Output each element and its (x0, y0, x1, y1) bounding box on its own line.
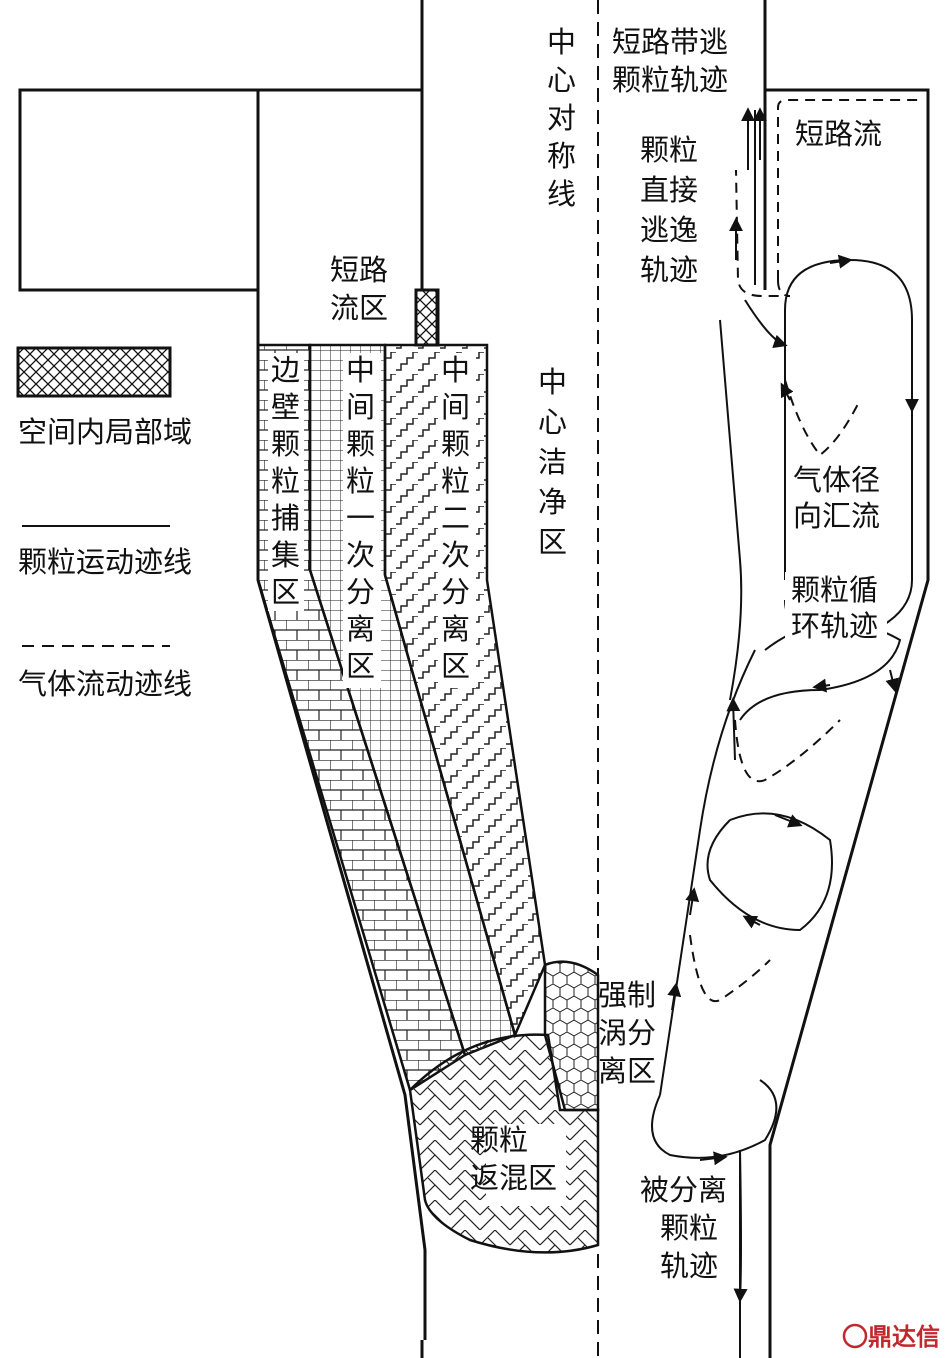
label-secondary-separation: 中 (441, 353, 470, 387)
label-short-circuit-zone: 短路 (330, 253, 388, 287)
label-center-symmetry: 中 (547, 25, 576, 59)
label-separated-particles: 被分离 (640, 1173, 727, 1207)
label-short-circuit-escape: 颗粒轨迹 (612, 63, 728, 97)
watermark: 鼎达信 (868, 1323, 940, 1351)
legend-local-zone-swatch (16, 346, 172, 398)
label-separated-particles: 轨迹 (660, 1249, 718, 1283)
watermark-logo-icon (842, 1323, 868, 1349)
label-primary-separation: 离 (346, 612, 375, 646)
label-center-clean: 区 (538, 525, 567, 559)
bottom-circulation-loop (651, 1079, 778, 1159)
label-center-clean: 心 (538, 405, 567, 439)
label-center-symmetry: 对 (547, 101, 576, 135)
label-wall-capture: 壁 (271, 390, 300, 424)
label-primary-separation: 次 (346, 538, 375, 572)
label-wall-capture: 边 (271, 353, 300, 387)
legend-local-zone: 空间内局部域 (18, 415, 192, 449)
label-wall-capture: 颗 (271, 427, 300, 461)
label-center-symmetry: 心 (547, 63, 576, 97)
label-short-circuit-flow: 短路流 (795, 117, 882, 151)
label-center-clean: 中 (538, 365, 567, 399)
label-backmix: 返混区 (470, 1161, 557, 1195)
label-separated-particles: 颗粒 (660, 1211, 718, 1245)
label-gas-radial: 气体径 (793, 463, 880, 497)
label-center-symmetry: 线 (547, 177, 576, 211)
right-outer-wall (763, 0, 930, 1358)
label-wall-capture: 区 (271, 575, 300, 609)
label-primary-separation: 一 (346, 501, 375, 535)
separated-particle-line (733, 1149, 748, 1303)
cylinder-wall (256, 88, 422, 345)
inlet-box (18, 88, 260, 292)
label-secondary-separation: 二 (441, 501, 470, 535)
label-particle-circulation: 环轨迹 (791, 609, 878, 643)
label-forced-vortex: 离区 (598, 1054, 656, 1088)
label-wall-capture: 捕 (271, 501, 300, 535)
circulation-loop-lower (706, 812, 833, 932)
label-forced-vortex: 涡分 (598, 1016, 656, 1050)
label-secondary-separation: 颗 (441, 427, 470, 461)
right-structure (739, 0, 930, 1358)
label-primary-separation: 粒 (346, 464, 375, 498)
gas-radial-dashed-upper (784, 379, 861, 457)
particle-upward-line (659, 649, 756, 1096)
label-primary-separation: 区 (346, 649, 375, 683)
labels-layer: 中心对称线短路带逃颗粒轨迹短路流颗粒直接逃逸轨迹短路流区中心洁净区边壁颗粒捕集区… (271, 25, 882, 1283)
label-secondary-separation: 离 (441, 612, 470, 646)
label-short-circuit-escape: 短路带逃 (612, 25, 728, 59)
label-secondary-separation: 区 (441, 649, 470, 683)
label-primary-separation: 颗 (346, 427, 375, 461)
label-primary-separation: 分 (346, 575, 375, 609)
label-wall-capture: 粒 (271, 464, 300, 498)
label-center-clean: 洁 (538, 445, 567, 479)
label-short-circuit-zone: 流区 (330, 291, 388, 325)
label-gas-radial: 向汇流 (793, 499, 880, 533)
legend-particle-line: 颗粒运动迹线 (18, 545, 192, 579)
label-center-symmetry: 称 (547, 139, 576, 173)
short-circuit-block (414, 288, 440, 347)
label-center-clean: 净 (538, 485, 567, 519)
label-primary-separation: 间 (346, 390, 375, 424)
label-direct-escape: 逃逸 (640, 213, 698, 247)
short-circuit-flow-line (735, 99, 918, 297)
label-secondary-separation: 间 (441, 390, 470, 424)
gas-radial-dashed-mid (734, 719, 841, 783)
label-secondary-separation: 粒 (441, 464, 470, 498)
gas-radial-dashed-lower (689, 934, 771, 1003)
legend-gas-line: 气体流动迹线 (18, 667, 192, 701)
label-secondary-separation: 分 (441, 575, 470, 609)
legend: 空间内局部域 颗粒运动迹线 气体流动迹线 (16, 346, 192, 701)
label-backmix: 颗粒 (470, 1123, 528, 1157)
label-wall-capture: 集 (271, 538, 300, 572)
label-forced-vortex: 强制 (598, 978, 656, 1012)
label-direct-escape: 颗粒 (640, 133, 698, 167)
label-direct-escape: 直接 (640, 173, 698, 207)
label-direct-escape: 轨迹 (640, 253, 698, 287)
label-secondary-separation: 次 (441, 538, 470, 572)
label-primary-separation: 中 (346, 353, 375, 387)
label-particle-circulation: 颗粒循 (791, 573, 878, 607)
